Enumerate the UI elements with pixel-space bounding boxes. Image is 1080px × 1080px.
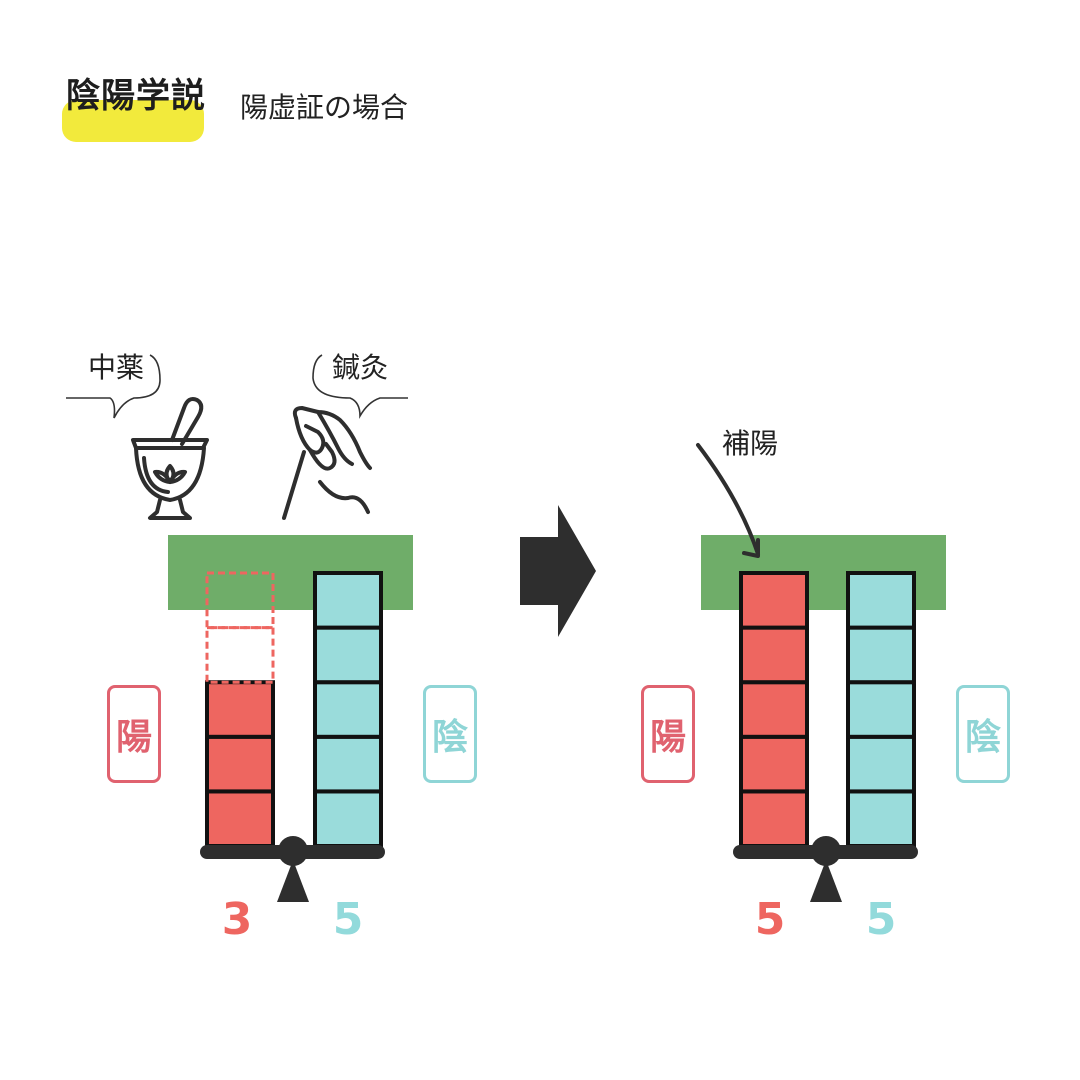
yang-block	[205, 680, 275, 739]
page-subtitle: 陽虚証の場合	[240, 91, 409, 124]
count-yang-left: 3	[221, 894, 253, 945]
yang-block	[739, 571, 809, 630]
speech-line-acupuncture	[312, 354, 408, 420]
yang-block	[205, 734, 275, 794]
missing-yang-block	[205, 571, 275, 630]
yin-block	[313, 734, 383, 794]
mortar-pestle-icon	[131, 397, 209, 520]
count-yin-right: 5	[865, 894, 897, 945]
count-yang-right: 5	[754, 894, 786, 945]
yin-block	[846, 625, 916, 685]
yang-block	[205, 789, 275, 849]
yang-block	[739, 625, 809, 685]
yin-block	[313, 625, 383, 685]
bars-left	[205, 571, 383, 849]
label-drug: 中薬	[88, 351, 145, 384]
badge-yang-left: 陽	[107, 685, 161, 783]
missing-yang-block	[205, 626, 275, 684]
speech-line-drug	[66, 354, 161, 419]
label-tonify-yang: 補陽	[722, 427, 779, 460]
yin-block	[846, 571, 916, 630]
badge-yin-left: 陰	[423, 685, 477, 783]
curved-arrow-icon	[696, 443, 760, 558]
balance-scale-left	[200, 836, 385, 902]
badge-yin-right: 陰	[956, 685, 1010, 783]
count-yin-left: 5	[332, 894, 364, 945]
yin-block	[846, 789, 916, 849]
label-acupuncture: 鍼灸	[332, 351, 389, 384]
yang-block	[739, 680, 809, 739]
page-title: 陰陽学説	[66, 76, 206, 116]
yin-block	[846, 734, 916, 794]
yin-block	[846, 680, 916, 739]
arrow-right-icon	[520, 505, 596, 637]
title-highlight	[62, 100, 204, 142]
bars-right	[739, 571, 916, 849]
acupuncture-hand-icon	[282, 406, 372, 520]
balance-scale-right	[733, 836, 918, 902]
yin-block	[313, 789, 383, 849]
yang-block	[739, 789, 809, 849]
yin-block	[313, 571, 383, 630]
yin-block	[313, 680, 383, 739]
badge-yang-right: 陽	[641, 685, 695, 783]
yang-block	[739, 734, 809, 794]
